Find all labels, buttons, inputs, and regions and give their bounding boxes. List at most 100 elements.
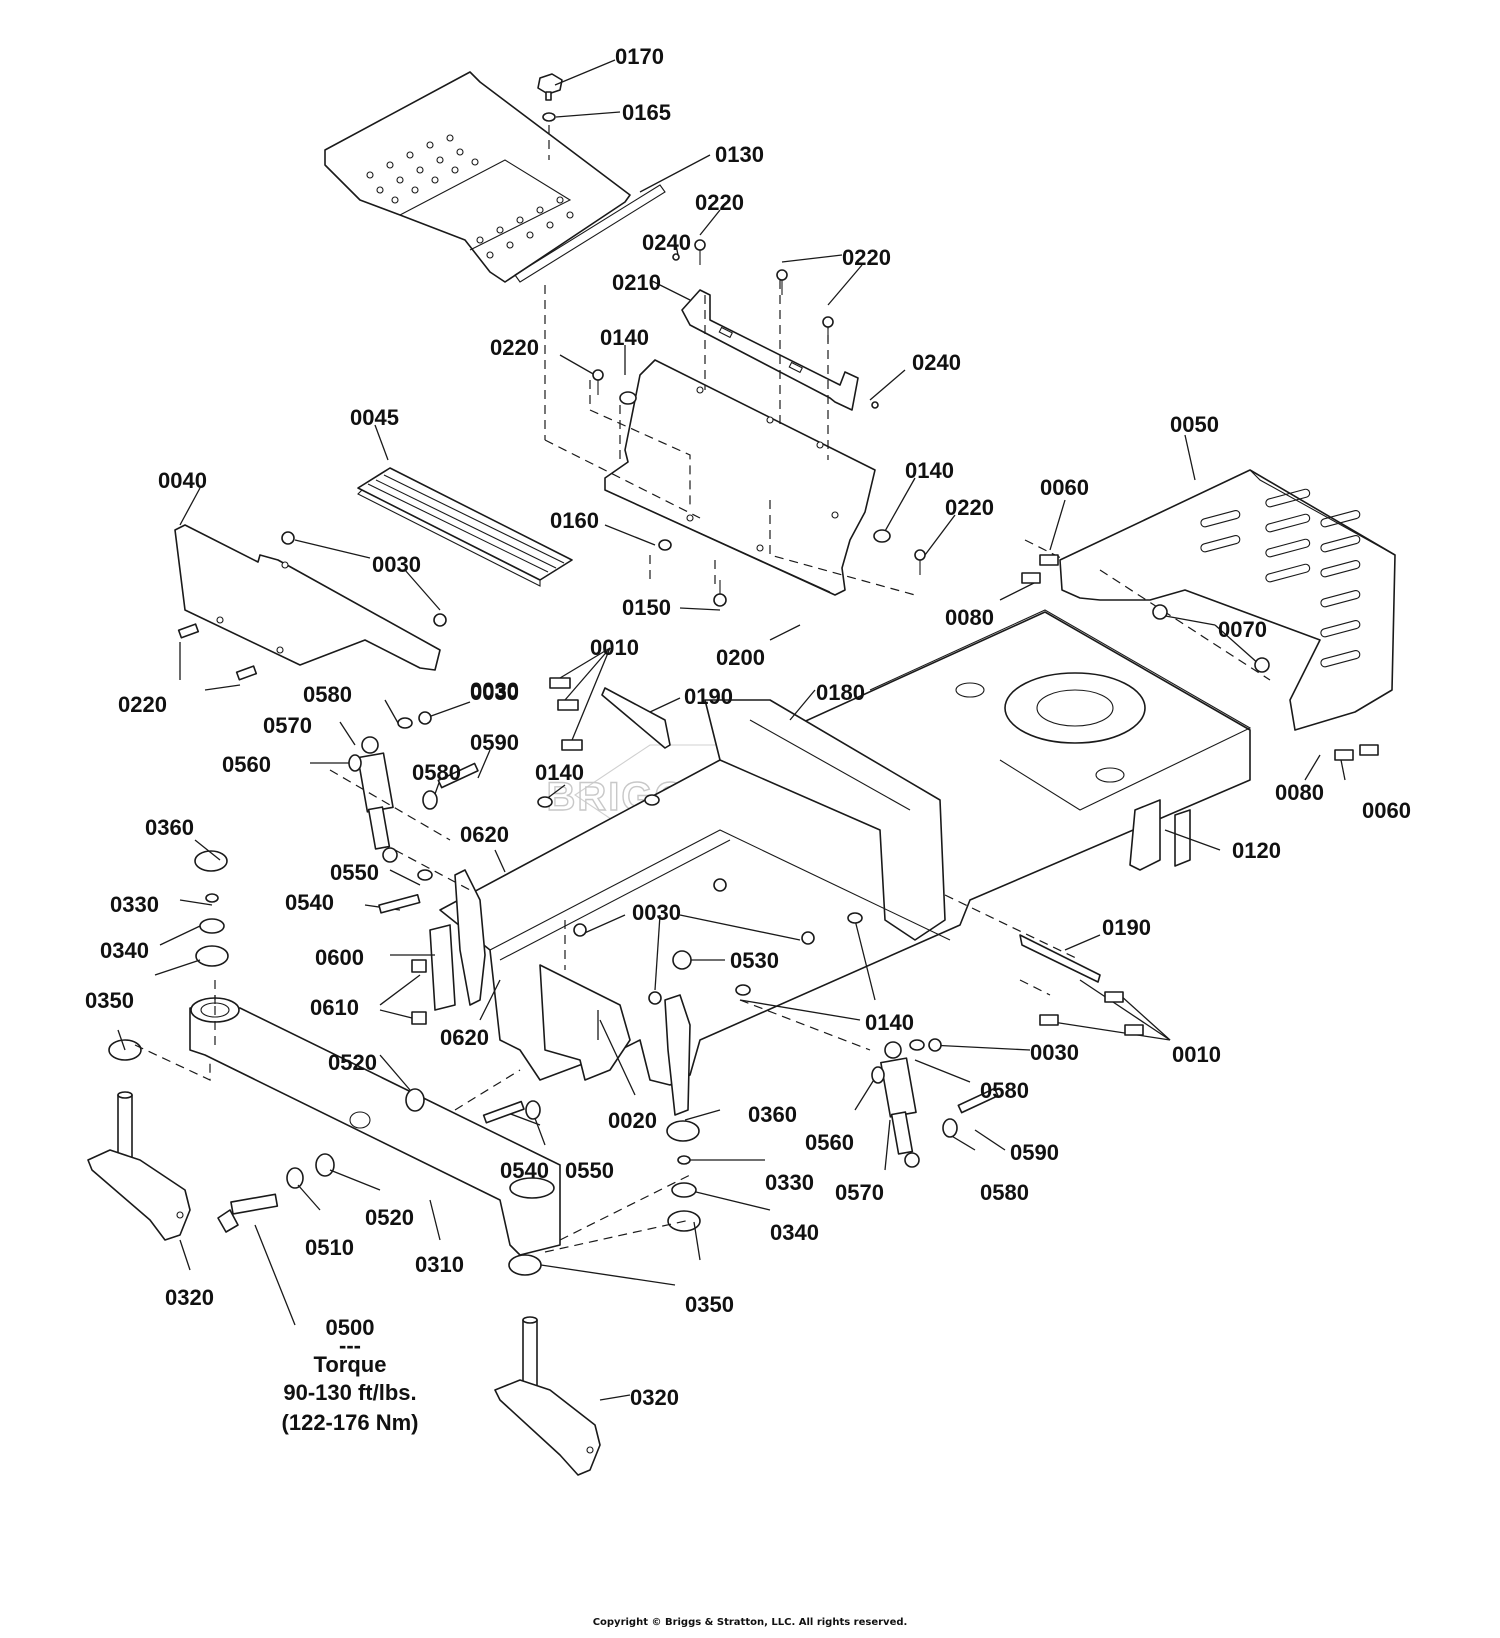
label-0130: 0130 — [715, 142, 764, 167]
part-0200-panel — [604, 359, 876, 596]
label-0210: 0210 — [612, 270, 661, 295]
part-0340-washer-right — [671, 1182, 697, 1198]
part-0080-bolt-b — [1334, 749, 1354, 761]
label-0150: 0150 — [622, 595, 671, 620]
label-0550-b: 0550 — [565, 1158, 614, 1183]
part-0140-grommet-f — [735, 984, 751, 996]
part-0350-bearing-upper-left — [195, 945, 229, 967]
part-0560-bushing-a — [348, 754, 362, 772]
label-0580-c: 0580 — [980, 1078, 1029, 1103]
label-0620-b: 0620 — [440, 1025, 489, 1050]
part-0220-screw-g — [235, 665, 258, 681]
label-0180: 0180 — [816, 680, 865, 705]
part-0030-nut-f — [801, 931, 815, 945]
label-0610: 0610 — [310, 995, 359, 1020]
label-0220-e: 0220 — [945, 495, 994, 520]
part-0220-screw-f — [177, 623, 200, 639]
label-0220-d: 0220 — [118, 692, 167, 717]
torque-title: Torque — [314, 1352, 387, 1377]
label-0060-b: 0060 — [1362, 798, 1411, 823]
part-0340-washer-left — [199, 918, 225, 934]
label-0240-a: 0240 — [642, 230, 691, 255]
label-0310: 0310 — [415, 1252, 464, 1277]
label-0330-a: 0330 — [110, 892, 159, 917]
label-0590-b: 0590 — [1010, 1140, 1059, 1165]
label-0600: 0600 — [315, 945, 364, 970]
part-0510-washer — [286, 1167, 304, 1189]
label-0340-b: 0340 — [770, 1220, 819, 1245]
label-0220-b: 0220 — [842, 245, 891, 270]
part-0060-bolt-b — [1359, 744, 1379, 756]
part-0620-pivot-right — [664, 994, 691, 1116]
torque-metric: (122-176 Nm) — [282, 1410, 419, 1435]
part-0560-bushing-b — [871, 1066, 885, 1084]
label-0030-d: 0030 — [632, 900, 681, 925]
part-0170-knob — [537, 73, 563, 101]
torque-note: 0500 --- Torque 90-130 ft/lbs. (122-176 … — [282, 1315, 419, 1435]
label-0620-a: 0620 — [460, 822, 509, 847]
label-0170: 0170 — [615, 44, 664, 69]
torque-part: 0500 — [326, 1315, 375, 1340]
label-0320-b: 0320 — [630, 1385, 679, 1410]
label-0140-a: 0140 — [600, 325, 649, 350]
bearings-right — [508, 1120, 701, 1276]
label-0350-b: 0350 — [685, 1292, 734, 1317]
part-0600-pivot-plate — [429, 924, 456, 1011]
part-0030-nut-b — [433, 613, 447, 627]
label-0060-a: 0060 — [1040, 475, 1089, 500]
part-0360-seal-right — [666, 1120, 700, 1142]
part-0010-bolt-f — [1039, 1014, 1059, 1026]
part-0540-bolt-b — [482, 1100, 525, 1124]
label-0190-b: 0190 — [1102, 915, 1151, 940]
part-0220-screw-d — [592, 369, 604, 395]
part-0045-pad — [357, 467, 573, 587]
part-0220-screw-a — [694, 239, 706, 265]
label-0140-b: 0140 — [905, 458, 954, 483]
label-0080-a: 0080 — [945, 605, 994, 630]
part-0320-spindle-left — [87, 1091, 191, 1241]
part-0240-nut-b — [871, 401, 879, 409]
part-0140-grommet-b — [873, 529, 891, 543]
label-0560-a: 0560 — [222, 752, 271, 777]
label-0350-a: 0350 — [85, 988, 134, 1013]
label-0360-a: 0360 — [145, 815, 194, 840]
part-0530-nut — [672, 950, 692, 970]
footplate-holes — [366, 134, 574, 259]
label-0190-a: 0190 — [684, 684, 733, 709]
part-0130-footplate — [324, 71, 666, 283]
part-0580-washer-d — [942, 1118, 958, 1138]
label-0520-b: 0520 — [365, 1205, 414, 1230]
part-0350-bearing-lower-right — [508, 1254, 542, 1276]
part-0580-washer-b — [422, 790, 438, 810]
label-0220-c: 0220 — [490, 335, 539, 360]
label-0570-b: 0570 — [835, 1180, 884, 1205]
part-0520-bushing-left — [315, 1153, 335, 1177]
label-0240-b: 0240 — [912, 350, 961, 375]
label-0030-e: 0030 — [1030, 1040, 1079, 1065]
part-0030-nut-h — [713, 878, 727, 892]
part-0080-bolt-a — [1021, 572, 1041, 584]
part-0520-bushing-right — [405, 1088, 425, 1112]
part-0190-rod-upper — [601, 687, 671, 749]
part-0020-bracket — [539, 964, 631, 1081]
label-0570-a: 0570 — [263, 713, 312, 738]
part-0160-grommet — [658, 539, 672, 551]
torque-imperial: 90-130 ft/lbs. — [283, 1380, 416, 1405]
label-0330-b: 0330 — [765, 1170, 814, 1195]
part-0220-screw-b — [776, 269, 788, 295]
label-0580-d: 0580 — [980, 1180, 1029, 1205]
part-0320-spindle-right — [494, 1316, 601, 1476]
label-0050: 0050 — [1170, 412, 1219, 437]
label-0550-a: 0550 — [330, 860, 379, 885]
part-0030-nut-c — [418, 711, 432, 725]
label-0580-a: 0580 — [303, 682, 352, 707]
label-0220-a: 0220 — [695, 190, 744, 215]
label-0530: 0530 — [730, 948, 779, 973]
part-0620-pivot-left — [454, 869, 486, 1006]
part-0240-nut-a — [672, 253, 680, 261]
part-0580-washer-a — [397, 717, 413, 729]
part-0070-nut-b — [1254, 657, 1270, 673]
part-0610-bolt-a — [411, 959, 427, 973]
part-labels: 0170 0165 0130 0220 0240 0220 0210 0220 … — [85, 44, 1411, 1410]
